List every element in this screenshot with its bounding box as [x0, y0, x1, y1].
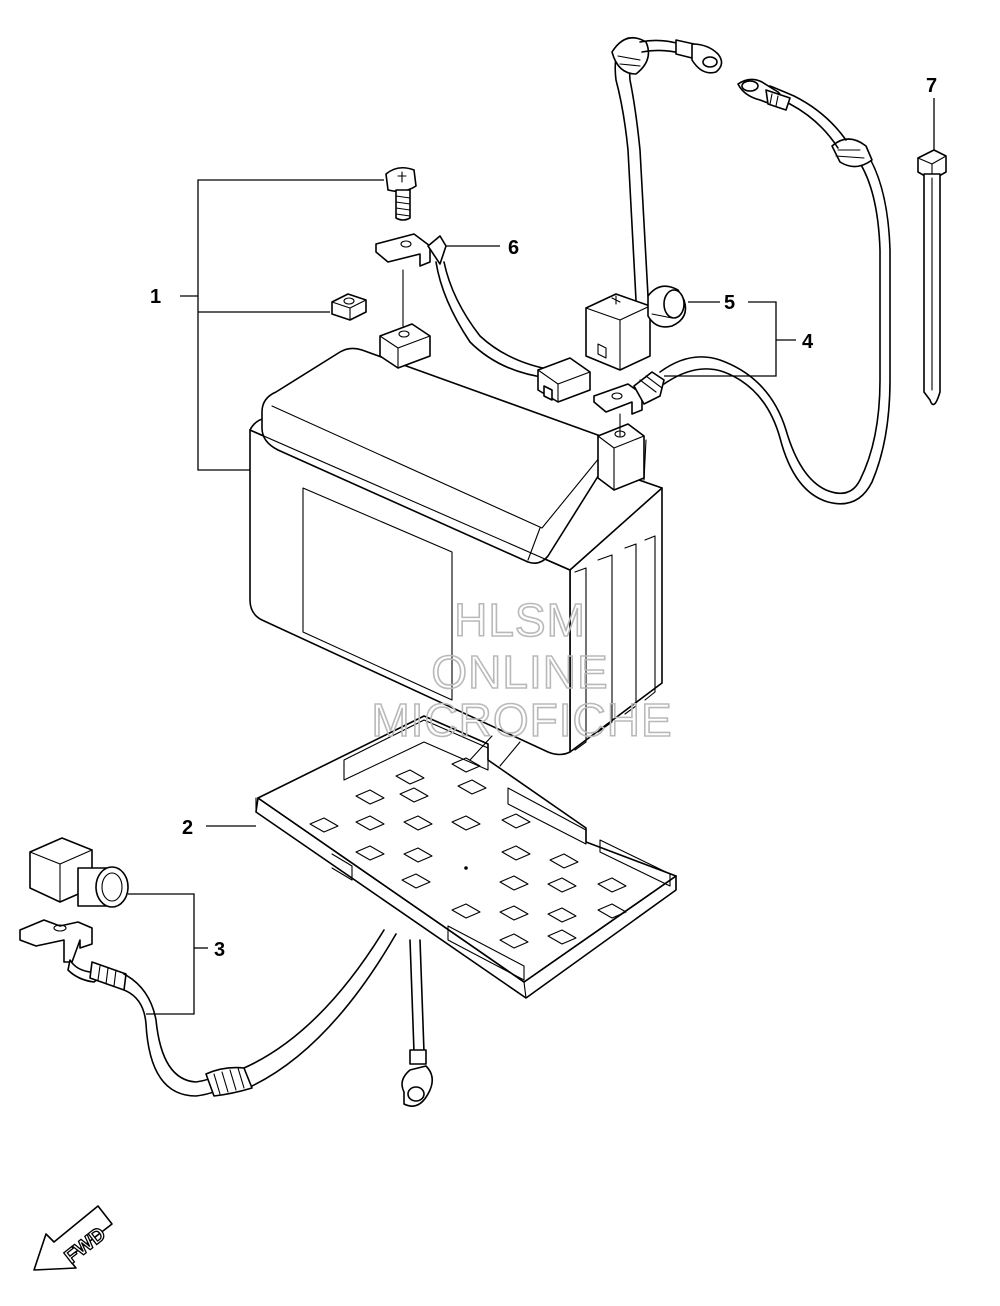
battery-cap — [585, 285, 687, 371]
ground-wire — [401, 939, 434, 1107]
battery-tray — [255, 715, 677, 999]
watermark-line-2: ONLINE — [431, 646, 608, 698]
battery — [249, 323, 663, 756]
callout-1: 1 — [150, 286, 161, 308]
callout-7: 7 — [926, 75, 937, 97]
leader-lines — [128, 98, 935, 1015]
cable-tie — [917, 149, 947, 406]
arrow-icon — [33, 1205, 113, 1271]
negative-lead-wire — [375, 233, 591, 403]
watermark-line-3: MICROFICHE — [371, 694, 672, 746]
ground-lead-assembly — [19, 837, 397, 1097]
watermark: HLSM ONLINE MICROFICHE — [371, 593, 673, 747]
upper-cable — [611, 36, 723, 301]
callout-3: 3 — [214, 939, 225, 961]
callout-5: 5 — [724, 292, 735, 314]
watermark-line-1: HLSM — [454, 594, 586, 646]
terminal-nut — [331, 293, 367, 321]
terminal-bolt — [385, 166, 417, 221]
callout-4: 4 — [802, 331, 814, 353]
callout-6: 6 — [508, 237, 519, 259]
callout-2: 2 — [182, 817, 193, 839]
forward-direction-arrow: FWD — [33, 1205, 113, 1271]
positive-lead-wire — [593, 78, 891, 505]
